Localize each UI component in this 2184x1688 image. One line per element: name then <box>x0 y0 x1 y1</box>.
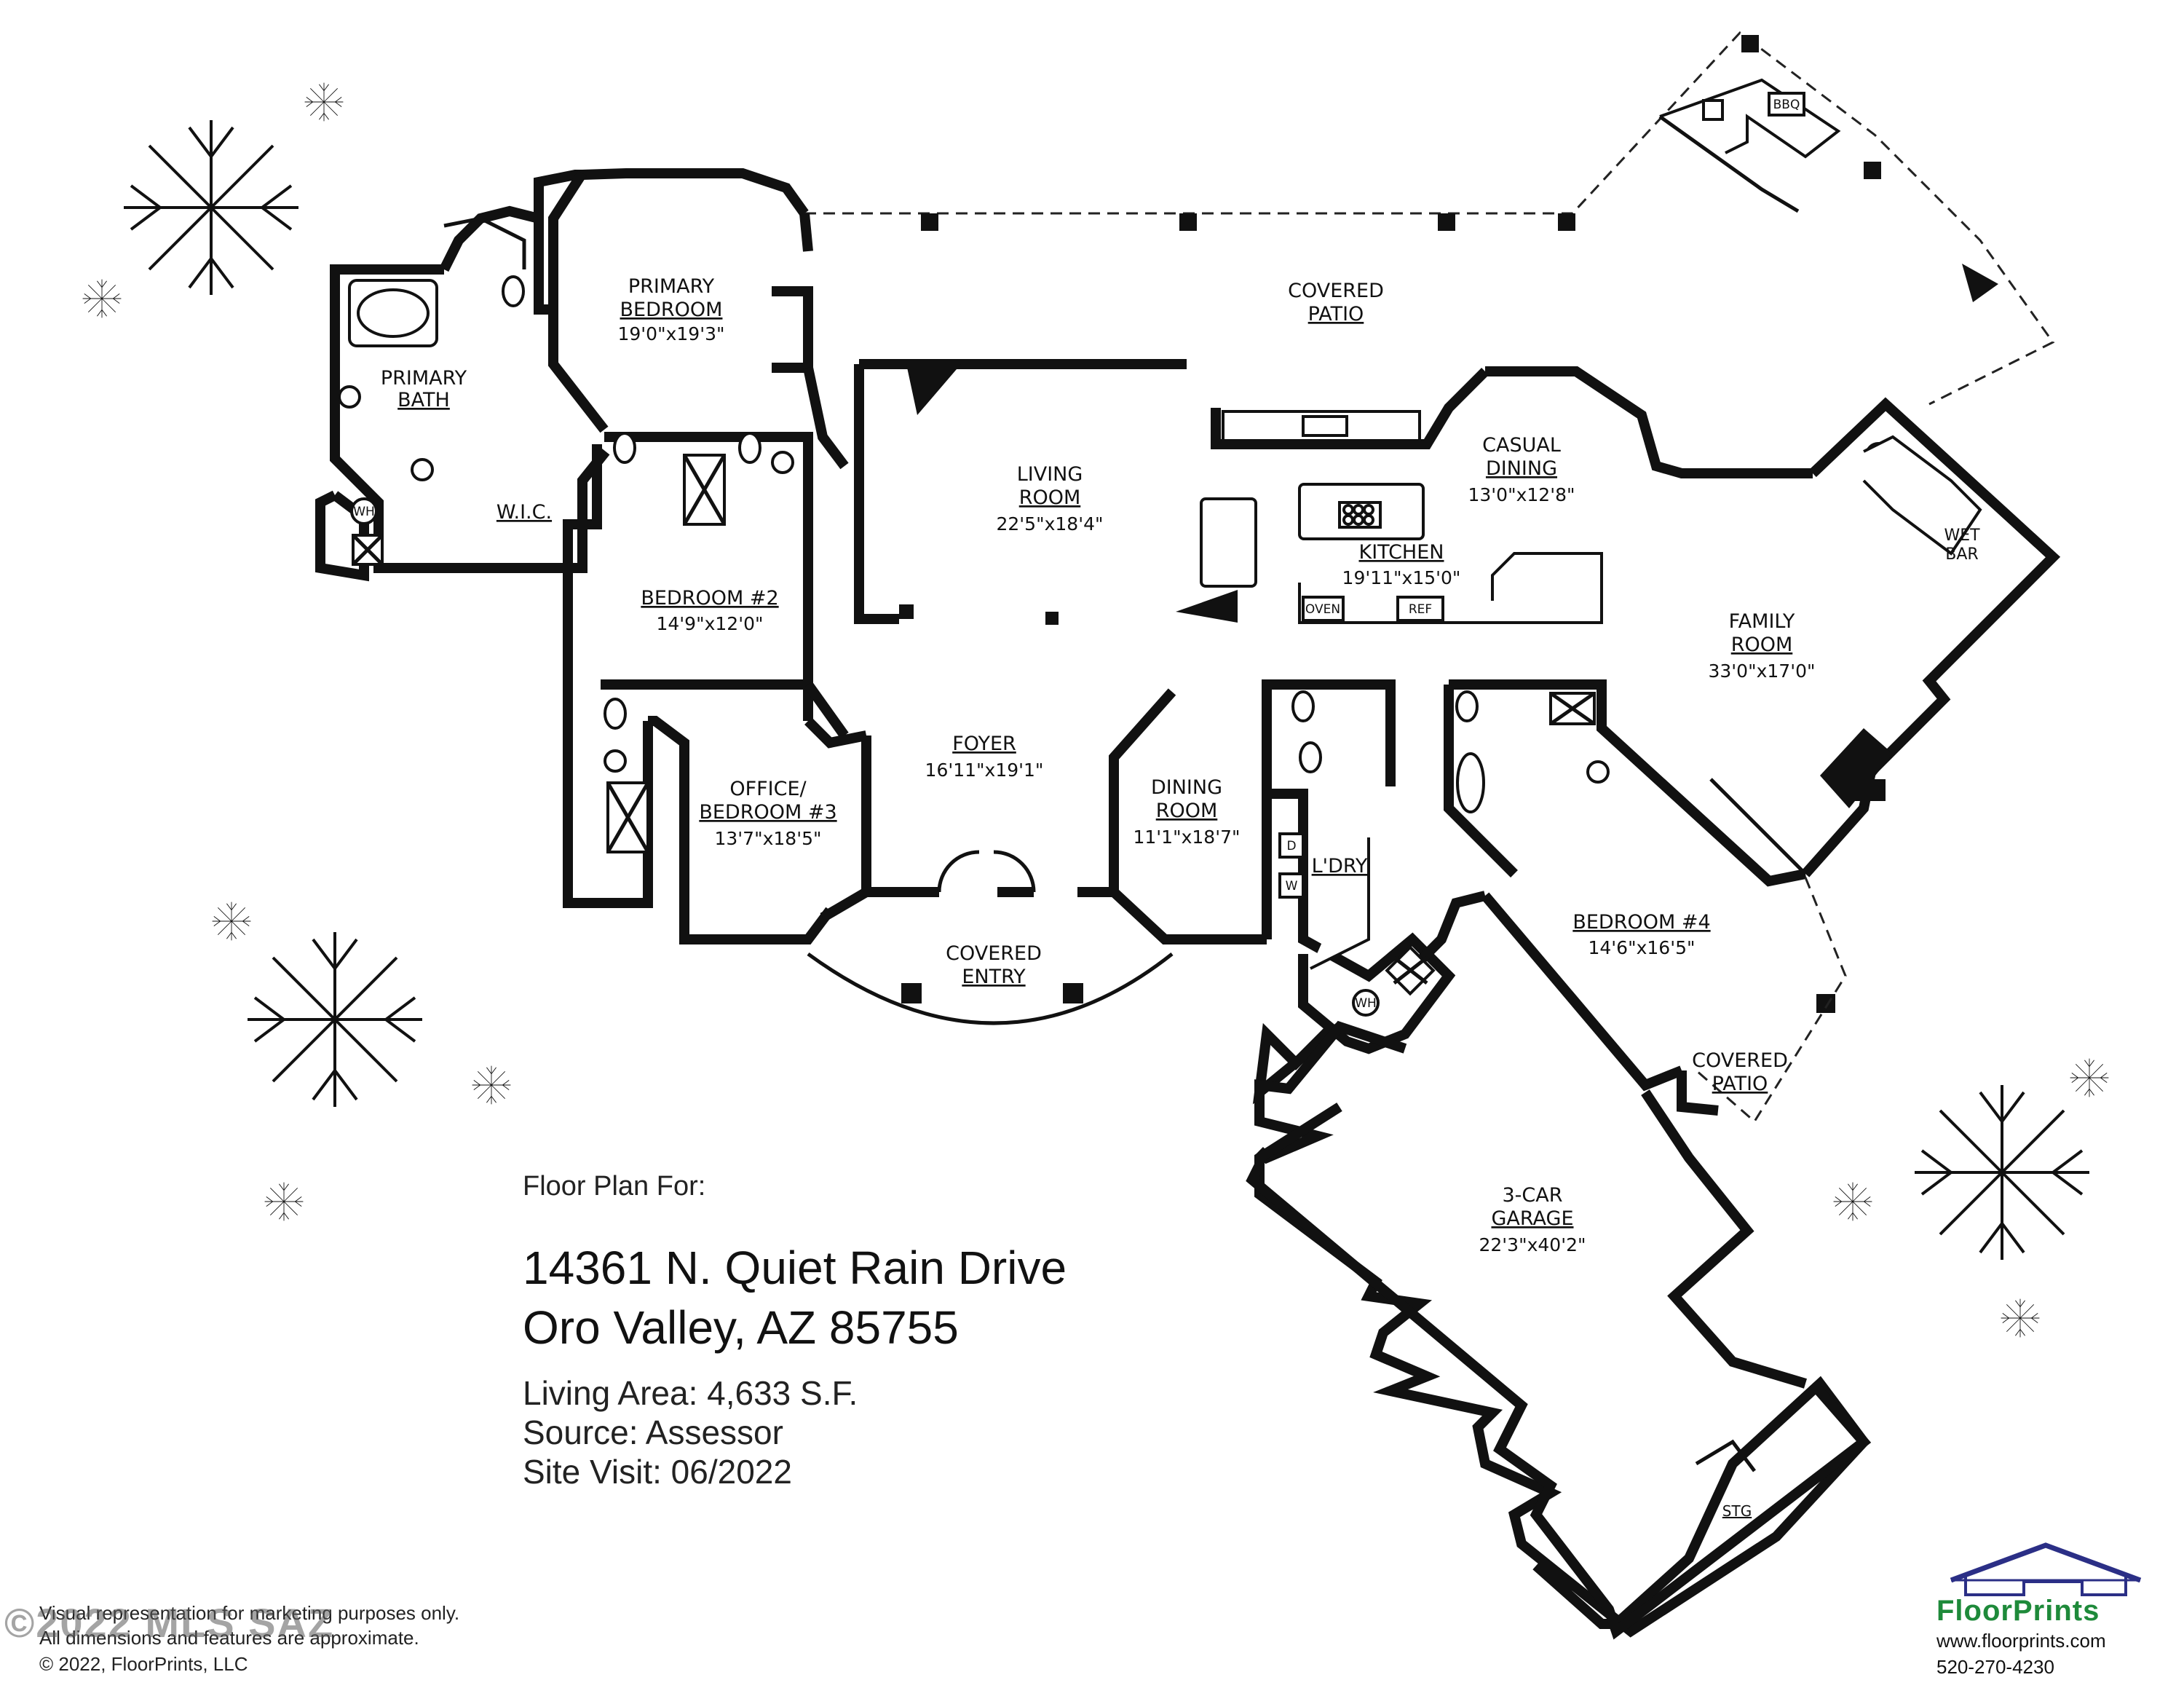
washer-label: W <box>1286 879 1298 894</box>
shrub-icon <box>2001 1298 2040 1338</box>
bbq-label: BBQ <box>1773 98 1800 112</box>
room-name-garage: GARAGE <box>1491 1207 1573 1230</box>
living-area: Living Area: 4,633 S.F. <box>523 1374 858 1412</box>
room-dims-foyer: 16'11"x19'1" <box>925 760 1044 781</box>
data-source: Source: Assessor <box>523 1413 783 1451</box>
oven-label: OVEN <box>1305 602 1340 617</box>
brand-name: FloorPrints <box>1936 1595 2100 1627</box>
interior-fixtures <box>338 216 1982 1472</box>
room-name-laundry: L'DRY <box>1312 855 1368 877</box>
room-name-covered-patio: PATIO <box>1308 303 1364 326</box>
room-name-covered-entry: COVERED <box>946 942 1042 965</box>
shrub-icon <box>82 279 122 318</box>
disclaimer-line-2: All dimensions and features are approxim… <box>39 1627 419 1649</box>
room-name-primary-bath: BATH <box>397 389 450 411</box>
room-name-living-room: ROOM <box>1019 486 1081 509</box>
room-dims-living-room: 22'5"x18'4" <box>997 513 1104 535</box>
shrub-icon <box>2070 1058 2109 1097</box>
copyright-line: © 2022, FloorPrints, LLC <box>39 1653 248 1675</box>
shrub-icon <box>1833 1182 1872 1221</box>
room-name-casual-dining: DINING <box>1486 457 1557 480</box>
room-name-covered-entry: ENTRY <box>962 966 1026 988</box>
tree-icon <box>246 931 424 1108</box>
room-name-wet-bar: WET <box>1944 526 1980 545</box>
brand-website-link[interactable]: www.floorprints.com <box>1936 1630 2106 1652</box>
tree-icon <box>124 120 298 295</box>
room-dims-kitchen: 19'11"x15'0" <box>1342 567 1461 588</box>
room-labels: PRIMARY BEDROOM 19'0"x19'3" PRIMARY BATH… <box>353 98 1980 1520</box>
room-name-primary-bedroom: BEDROOM <box>620 299 723 321</box>
room-name-family-room: FAMILY <box>1729 610 1795 633</box>
shrub-icon <box>472 1065 511 1105</box>
tree-icon <box>1913 1084 2091 1261</box>
room-name-family-room: ROOM <box>1731 634 1793 656</box>
room-name-dining-room: ROOM <box>1156 800 1218 822</box>
shrub-icon <box>264 1182 304 1221</box>
room-name-storage: STG <box>1722 1502 1752 1520</box>
room-name-primary-bath: PRIMARY <box>381 367 467 390</box>
mls-watermark: ©2022 MLS SAZ <box>4 1600 335 1646</box>
room-name-office: BEDROOM #3 <box>699 801 836 824</box>
room-name-wic: W.I.C. <box>496 501 552 524</box>
dryer-label: D <box>1286 839 1296 853</box>
room-dims-family-room: 33'0"x17'0" <box>1709 660 1816 682</box>
shrub-icon <box>304 82 344 122</box>
address-line-1: 14361 N. Quiet Rain Drive <box>523 1242 1067 1294</box>
room-dims-bedroom-4: 14'6"x16'5" <box>1588 937 1696 958</box>
room-name-kitchen: KITCHEN <box>1359 541 1444 564</box>
address-line-2: Oro Valley, AZ 85755 <box>523 1301 959 1354</box>
room-name-office: OFFICE/ <box>729 778 807 800</box>
room-name-covered-patio: COVERED <box>1288 280 1384 302</box>
floorprints-logo-icon <box>1950 1542 2142 1596</box>
room-name-covered-patio-small: COVERED <box>1692 1049 1788 1072</box>
water-heater-label: WH <box>1355 996 1377 1011</box>
room-dims-casual-dining: 13'0"x12'8" <box>1468 484 1575 505</box>
room-dims-bedroom-2: 14'9"x12'0" <box>657 613 764 634</box>
room-dims-office: 13'7"x18'5" <box>715 828 822 849</box>
disclaimer-line-1: Visual representation for marketing purp… <box>39 1602 460 1624</box>
brand-phone: 520-270-4230 <box>1936 1656 2054 1678</box>
room-name-bedroom-2: BEDROOM #2 <box>641 587 778 610</box>
site-visit-date: Site Visit: 06/2022 <box>523 1453 792 1491</box>
room-name-living-room: LIVING <box>1017 463 1083 486</box>
room-name-primary-bedroom: PRIMARY <box>628 275 715 298</box>
room-name-dining-room: DINING <box>1151 776 1222 799</box>
floor-plan-heading: Floor Plan For: <box>523 1171 706 1202</box>
water-heater-label: WH <box>353 505 375 519</box>
room-name-casual-dining: CASUAL <box>1482 434 1561 457</box>
shrub-icon <box>212 902 251 941</box>
room-dims-dining-room: 11'1"x18'7" <box>1133 827 1241 848</box>
room-name-wet-bar: BAR <box>1945 545 1978 564</box>
room-name-garage: 3-CAR <box>1502 1184 1562 1207</box>
room-name-covered-patio-small: PATIO <box>1712 1073 1768 1095</box>
room-dims-primary-bedroom: 19'0"x19'3" <box>618 323 725 344</box>
room-name-foyer: FOYER <box>952 733 1016 755</box>
refrigerator-label: REF <box>1409 602 1432 617</box>
covered-patio-outline <box>804 31 2055 406</box>
room-name-bedroom-4: BEDROOM #4 <box>1572 911 1710 934</box>
room-dims-garage: 22'3"x40'2" <box>1479 1234 1586 1255</box>
